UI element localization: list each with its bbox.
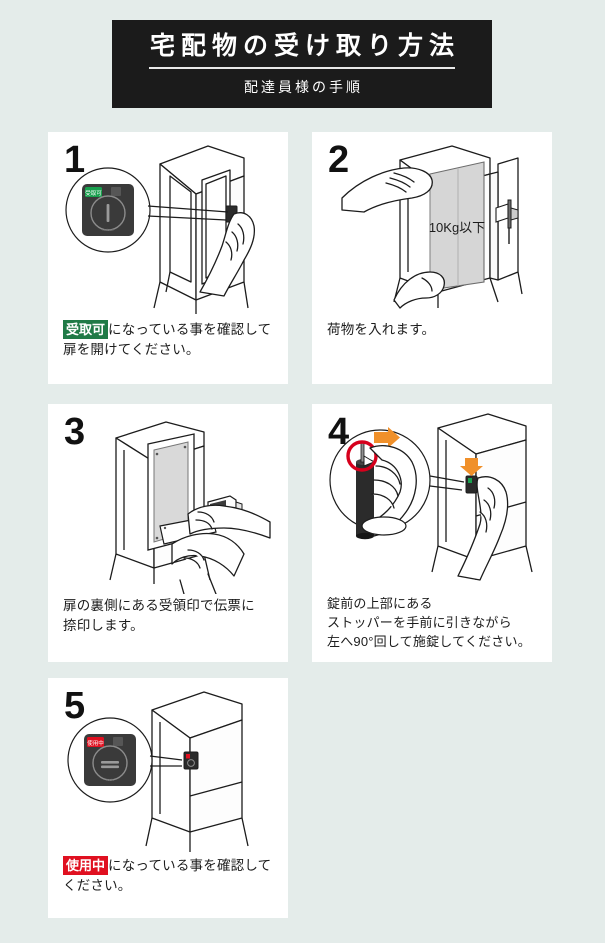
badge-available: 受取可: [63, 320, 109, 339]
step-card-4: 4: [312, 404, 552, 662]
inner-door-panel: [147, 433, 195, 551]
step-5-caption-line2: ください。: [63, 878, 132, 893]
step-2-caption: 荷物を入れます。: [327, 320, 545, 340]
step-3-caption-line1: 扉の裏側にある受領印で伝票に: [63, 598, 255, 613]
step-1-caption-line2: 扉を開けてください。: [63, 342, 200, 357]
step-2-illustration: 10Kg以下: [341, 145, 523, 309]
step-number-1: 1: [64, 139, 86, 181]
page-subtitle: 配達員様の手順: [244, 79, 363, 95]
step-2-caption-line1: 荷物を入れます。: [327, 322, 436, 337]
stopper-cylinder: [356, 441, 376, 540]
step-5-caption: 使用中になっている事を確認して ください。: [63, 856, 281, 896]
step-number-5: 5: [64, 685, 86, 727]
package-weight-label: 10Kg以下: [429, 220, 485, 235]
step-4-illustration: [329, 413, 533, 581]
step-4-caption-line1: 錠前の上部にある: [327, 596, 433, 611]
keyhole-horizontal: [101, 761, 119, 764]
step-card-5: 5 使用中 lock 使用中になっている事を確認して くだ: [48, 678, 288, 918]
step-4-caption-line2: ストッパーを手前に引きながら: [327, 615, 512, 630]
step-1-caption: 受取可になっている事を確認して 扉を開けてください。: [63, 320, 281, 360]
title-banner: 宅配物の受け取り方法 配達員様の手順: [112, 20, 492, 108]
status-indicator-available: [85, 187, 102, 197]
lock-indicator-label-5: 使用中: [87, 739, 104, 747]
badge-in-use: 使用中: [63, 856, 109, 875]
title-divider: [149, 67, 455, 69]
package-box: 10Kg以下: [429, 161, 485, 291]
arrow-down-icon: [460, 458, 483, 476]
arrow-right-icon: [374, 427, 400, 448]
step-4-caption-line3: 左へ90°回して施錠してください。: [327, 634, 531, 649]
highlight-ring: [346, 440, 378, 472]
page-title: 宅配物の受け取り方法: [149, 32, 460, 60]
step-3-illustration: [109, 421, 271, 594]
step-card-3: 3: [48, 404, 288, 662]
step-number-4: 4: [328, 411, 350, 453]
step-1-illustration: 受取可 unlock: [65, 145, 256, 314]
step-card-1: 1 受取可: [48, 132, 288, 384]
step-4-caption: 錠前の上部にある ストッパーを手前に引きながら 左へ90°回して施錠してください…: [327, 594, 545, 651]
svg-text:lock: lock: [106, 777, 113, 782]
keyhole-vertical: [106, 204, 110, 222]
step-5-illustration: 使用中 lock: [67, 691, 249, 852]
step-card-2: 2 10Kg以下: [312, 132, 552, 384]
step-3-caption-line2: 捺印します。: [63, 618, 144, 633]
step-number-2: 2: [328, 139, 350, 181]
step-5-caption-line1: になっている事を確認して: [108, 858, 272, 873]
lock-indicator-label-1: 受取可: [85, 189, 102, 197]
step-number-3: 3: [64, 411, 86, 453]
status-indicator-inuse: [87, 737, 104, 747]
step-3-caption: 扉の裏側にある受領印で伝票に 捺印します。: [63, 596, 281, 636]
svg-text:unlock: unlock: [102, 227, 114, 232]
door-latch-handle: [495, 199, 519, 244]
step-1-caption-line1: になっている事を確認して: [108, 322, 272, 337]
